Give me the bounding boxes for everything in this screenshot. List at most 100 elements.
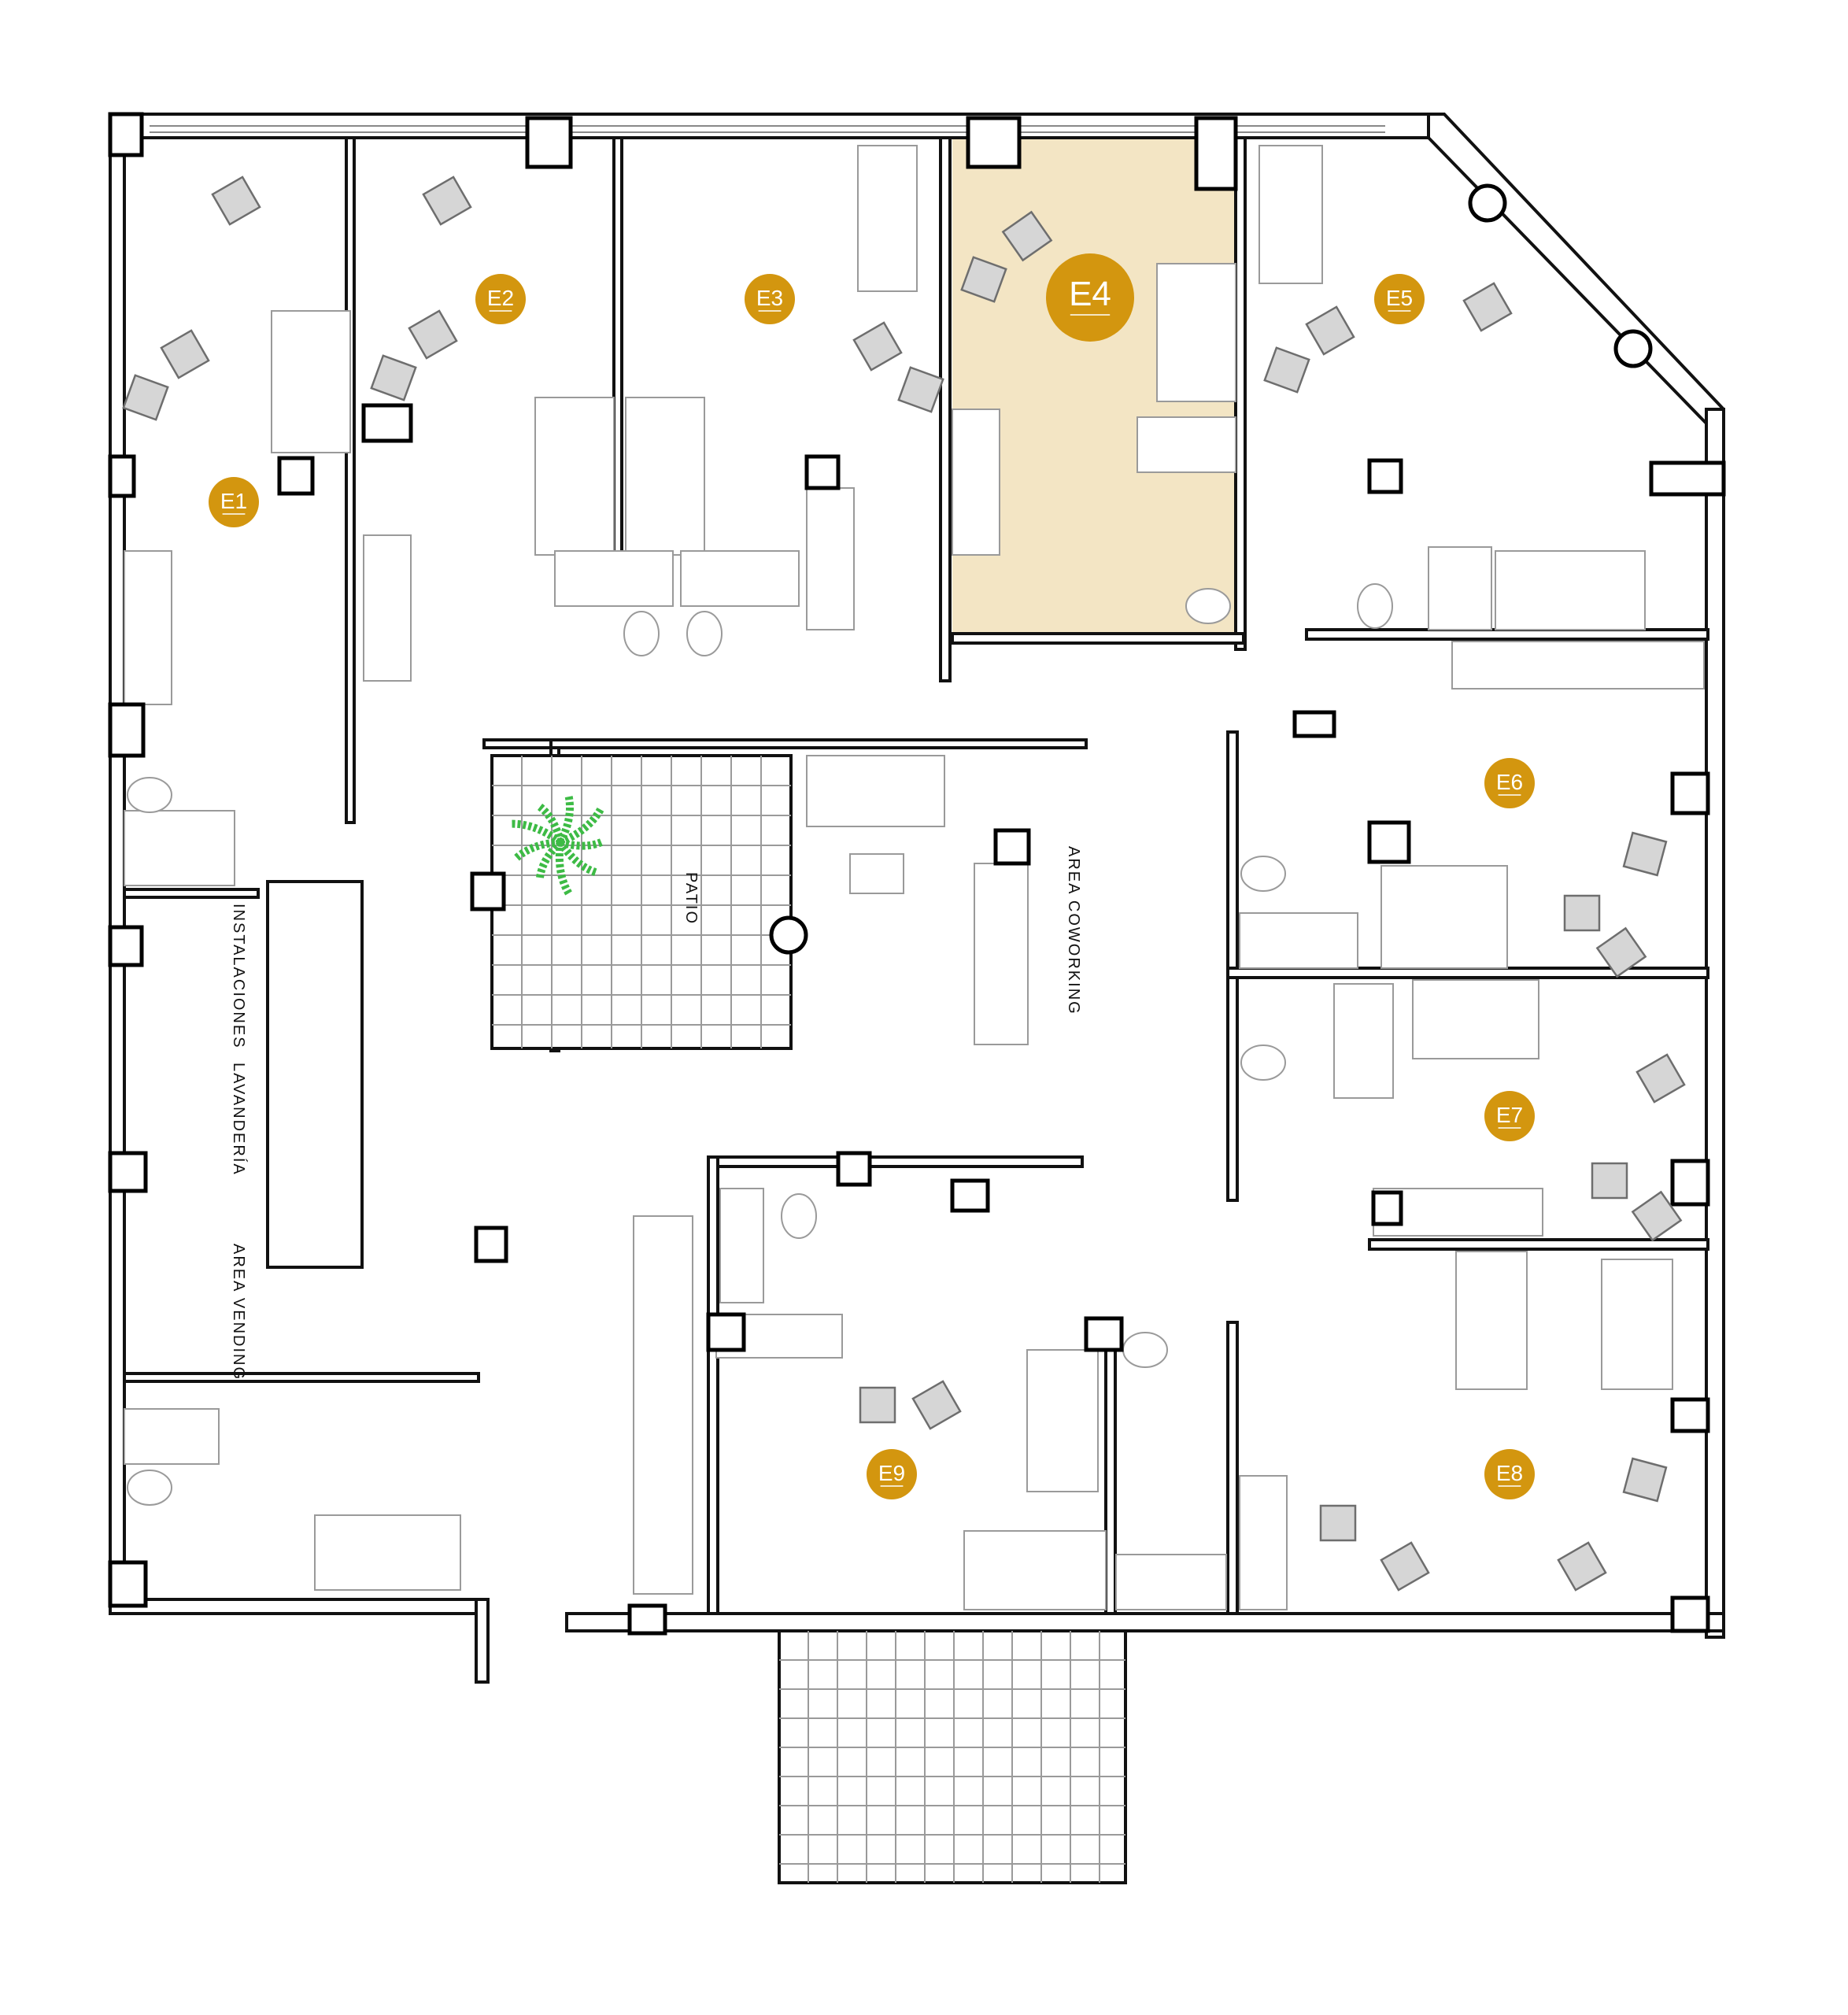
toilet-e2 [623,611,660,656]
chair-icon [1380,1541,1430,1592]
sofa-e9 [1026,1349,1099,1492]
kitchen-e1 [124,550,172,705]
palm-frond [555,841,574,897]
shower-e2 [554,550,674,607]
east-wall [1705,408,1725,1639]
toilet-e4 [1185,588,1231,624]
patio-north-wall [482,738,553,749]
wall-e7-e8 [1368,1238,1709,1251]
south-wall-east [565,1612,1725,1632]
chair-icon [1595,926,1647,978]
coworking-table-small [849,853,904,894]
bed-e2 [534,397,615,556]
kitchen-e3 [806,487,855,630]
bed-e1 [271,310,351,453]
column-icon [277,456,315,496]
unit-badge-circle [745,274,795,324]
unit-badge-e3[interactable]: E3 [745,274,795,324]
column-icon [1670,771,1710,815]
column-icon [1649,460,1726,497]
instalaciones-label: INSTALACIONES [230,904,247,1049]
column-icon [361,403,413,443]
palm-plant-icon [509,794,605,897]
area-labels: PATIO AREA COWORKING INSTALACIONES LAVAN… [230,846,1082,1381]
chair-icon [1263,346,1310,394]
column-icon [108,1151,148,1193]
kitchen-e8 [1239,1475,1288,1610]
wall-e9-north [707,1155,1084,1168]
toilet-e1 [127,777,172,813]
counter-e9-west [633,1215,693,1595]
toilet-e5 [1357,583,1393,629]
column-icon [108,702,146,758]
unit-badge-e2[interactable]: E2 [475,274,526,324]
unit-badge-circle [209,477,259,527]
column-icon [470,871,506,911]
column-icon [769,915,808,955]
bed-e8b [1601,1259,1673,1390]
corridor-north-wall [549,738,1088,749]
chair-icon [1622,1457,1668,1503]
column-icon [1670,1397,1710,1433]
lavanderia-label: LAVANDERÍA [230,1063,248,1176]
column-icon [108,454,136,498]
bed-e5 [1495,550,1646,630]
column-icon [1367,458,1403,494]
shower-e8 [1115,1554,1227,1610]
shower-e4 [1137,416,1236,473]
unit-badge-label: E7 [1496,1103,1523,1127]
shower-e7 [1333,983,1394,1099]
unit-badge-label: E5 [1386,286,1413,310]
terrace-frame [778,1629,1127,1884]
chair-icon [1557,1541,1607,1592]
unit-badge-e8[interactable]: E8 [1484,1449,1535,1499]
unit-badge-e7[interactable]: E7 [1484,1091,1535,1141]
chair-icon [408,309,458,360]
unit-badge-circle [1374,274,1425,324]
palm-frond [537,803,564,844]
palm-frond [556,840,598,877]
south-wall-west [109,1598,482,1615]
chair-icon [1622,831,1668,877]
sofa-e3 [857,145,918,292]
south-terrace [778,1629,1127,1884]
column-icon [1468,183,1507,223]
chair-icon [852,321,903,372]
chair-icon [897,366,944,413]
unit-badge-e1[interactable]: E1 [209,477,259,527]
chair-icon [1001,210,1053,262]
column-icon [627,1603,667,1636]
palm-frond [559,805,605,846]
palm-frond [513,838,561,862]
unit-badge-circle [1046,253,1134,342]
palm-frond [536,839,564,878]
north-windows [150,125,1385,133]
column-icon [108,925,144,967]
sofa-vending [314,1514,461,1591]
column-icon [1613,329,1653,368]
kitchen-e5 [1451,641,1705,690]
patio [490,754,793,1050]
palm-frond [559,838,603,850]
column-icon [993,828,1031,866]
toilet-e9 [781,1193,817,1239]
column-icon [836,1151,872,1187]
chair-icon [1591,1162,1628,1200]
unit-badge-e5[interactable]: E5 [1374,274,1425,324]
bed-e9 [963,1530,1107,1610]
chair-icon [1319,1504,1357,1542]
column-icon [108,112,144,157]
chair-icon [160,329,210,379]
kitchen-e4 [952,409,1000,556]
unit-badge-e4[interactable]: E4 [1046,253,1134,342]
palm-frond [556,794,575,845]
wall-e4-e5 [1234,136,1247,651]
unit-badge-e6[interactable]: E6 [1484,758,1535,808]
wall-e8-west [1226,1321,1239,1615]
unit-badge-circle [867,1449,917,1499]
toilet-e6 [1240,856,1286,892]
unit-badge-e9[interactable]: E9 [867,1449,917,1499]
column-icon [1371,1190,1403,1226]
column-icon [1367,820,1411,864]
shower-e9 [719,1188,764,1303]
